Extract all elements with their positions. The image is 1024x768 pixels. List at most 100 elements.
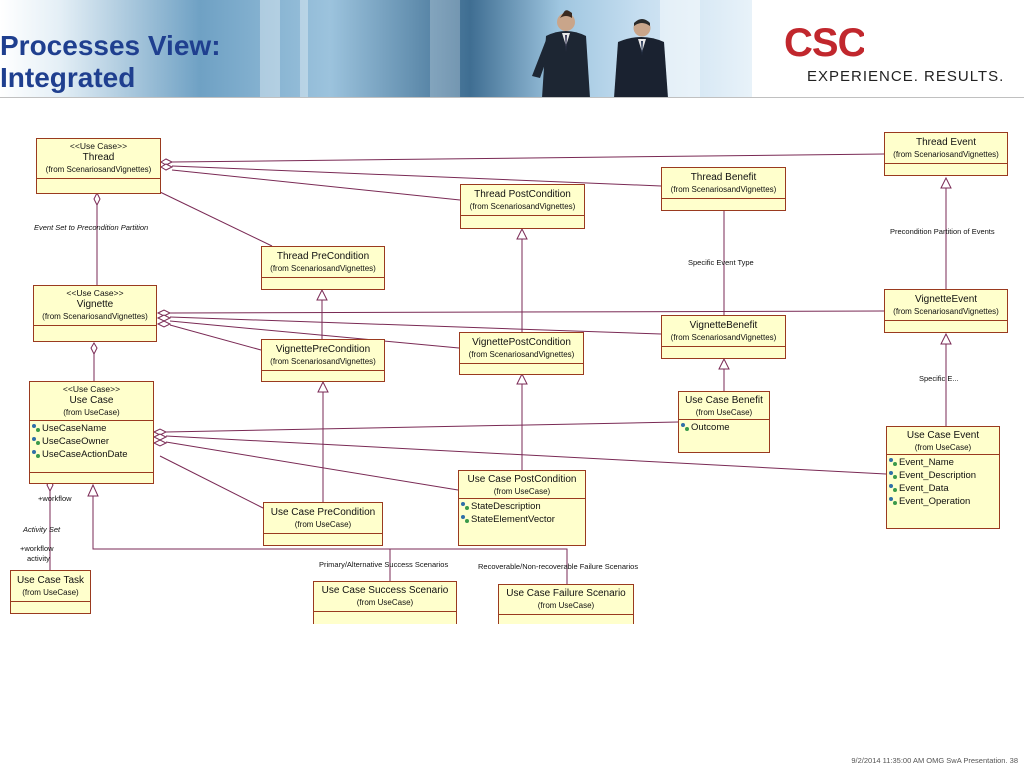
attribute-icon: [461, 502, 470, 511]
thread-postcondition-box[interactable]: Thread PostCondition (from ScenariosandV…: [460, 184, 585, 229]
use-case-name: Use Case: [69, 395, 114, 406]
vignette-precondition-separator: [262, 370, 384, 371]
attribute-row: UseCaseOwner: [30, 435, 153, 448]
attribute-row: Event_Description: [887, 469, 999, 482]
thread-stereotype: <<Use Case>>: [69, 141, 128, 151]
workflow-activity-role-label-2: activity: [27, 554, 50, 563]
use-case-postcondition-source: (from UseCase): [493, 487, 551, 496]
use-case-task-box[interactable]: Use Case Task (from UseCase): [10, 570, 91, 614]
use-case-event-separator: [887, 454, 999, 455]
attribute-icon: [889, 458, 898, 467]
thread-benefit-name: Thread Benefit: [690, 172, 757, 183]
success-scenario-name: Use Case Success Scenario: [321, 585, 449, 596]
attribute-icon: [461, 515, 470, 524]
failure-scenario-name: Use Case Failure Scenario: [506, 588, 626, 599]
use-case-postcondition-separator: [459, 498, 585, 499]
attribute-label: Outcome: [691, 422, 730, 433]
use-case-benefit-box[interactable]: Use Case Benefit (from UseCase) Outcome: [678, 391, 770, 453]
thread-source: (from ScenariosandVignettes): [45, 165, 152, 174]
event-set-label: Event Set to Precondition Partition: [34, 223, 149, 232]
attribute-label: Event_Operation: [899, 496, 971, 507]
attribute-row: StateDescription: [459, 500, 585, 513]
vignette-postcondition-name: VignettePostCondition: [472, 337, 571, 348]
attribute-icon: [32, 424, 41, 433]
workflow-activity-role-label-1: +workflow: [20, 544, 54, 553]
vignette-precondition-box[interactable]: VignettePreCondition (from ScenariosandV…: [261, 339, 385, 382]
use-case-postcondition-box[interactable]: Use Case PostCondition (from UseCase) St…: [458, 470, 586, 546]
activity-set-label: Activity Set: [23, 525, 61, 534]
attribute-label: UseCaseName: [42, 423, 107, 434]
attribute-label: StateDescription: [471, 501, 541, 512]
thread-postcondition-separator: [461, 215, 584, 216]
vignette-benefit-name: VignetteBenefit: [689, 320, 758, 331]
thread-event-source: (from ScenariosandVignettes): [893, 150, 999, 159]
vignette-benefit-box[interactable]: VignetteBenefit (from ScenariosandVignet…: [661, 315, 786, 359]
success-scenario-box[interactable]: Use Case Success Scenario (from UseCase): [313, 581, 457, 624]
attribute-icon: [889, 471, 898, 480]
banner-divider: [0, 97, 1024, 98]
use-case-event-source: (from UseCase): [914, 443, 972, 452]
vignette-class-box[interactable]: <<Use Case>> Vignette (from Scenariosand…: [33, 285, 157, 342]
thread-precondition-name: Thread PreCondition: [276, 251, 370, 262]
use-case-precondition-box[interactable]: Use Case PreCondition (from UseCase): [263, 502, 383, 546]
attribute-row: UseCaseName: [30, 422, 153, 435]
logo-tagline: EXPERIENCE. RESULTS.: [807, 68, 1005, 85]
attribute-label: Event_Name: [899, 457, 954, 468]
vignette-name: Vignette: [76, 299, 114, 310]
thread-benefit-separator: [662, 198, 785, 199]
vignette-postcondition-source: (from ScenariosandVignettes): [468, 350, 575, 359]
thread-benefit-box[interactable]: Thread Benefit (from ScenariosandVignett…: [661, 167, 786, 211]
attribute-label: UseCaseActionDate: [42, 449, 128, 460]
use-case-separator: [30, 420, 153, 421]
vignette-stereotype: <<Use Case>>: [66, 288, 124, 298]
thread-event-box[interactable]: Thread Event (from ScenariosandVignettes…: [884, 132, 1008, 176]
thread-benefit-source: (from ScenariosandVignettes): [670, 185, 777, 194]
vignette-postcondition-separator: [460, 363, 583, 364]
attribute-label: UseCaseOwner: [42, 436, 110, 447]
vignette-event-name: VignetteEvent: [914, 294, 978, 305]
use-case-event-box[interactable]: Use Case Event (from UseCase) Event_Name…: [886, 426, 1000, 529]
thread-precondition-box[interactable]: Thread PreCondition (from ScenariosandVi…: [261, 246, 385, 290]
thread-separator: [37, 178, 160, 179]
vignette-precondition-name: VignettePreCondition: [275, 344, 371, 355]
thread-class-box[interactable]: <<Use Case>> Thread (from ScenariosandVi…: [36, 138, 161, 194]
use-case-precondition-separator: [264, 533, 382, 534]
use-case-stereotype: <<Use Case>>: [62, 384, 121, 394]
vignette-benefit-separator: [662, 346, 785, 347]
slide-title-line-2: Integrated: [0, 62, 136, 93]
vignette-event-separator: [885, 320, 1007, 321]
use-case-benefit-name: Use Case Benefit: [685, 395, 763, 406]
attribute-icon: [889, 484, 898, 493]
slide-title-line-1: Processes View:: [0, 30, 221, 61]
vignette-precondition-source: (from ScenariosandVignettes): [270, 357, 376, 366]
attribute-icon: [32, 450, 41, 459]
use-case-precondition-name: Use Case PreCondition: [270, 507, 376, 518]
success-scenario-source: (from UseCase): [356, 598, 414, 607]
specific-e-label: Specific E...: [919, 374, 959, 383]
use-case-postcondition-name: Use Case PostCondition: [467, 474, 577, 485]
thread-precondition-separator: [262, 277, 384, 278]
vignette-postcondition-box[interactable]: VignettePostCondition (from Scenariosand…: [459, 332, 584, 375]
failure-scenario-source: (from UseCase): [537, 601, 595, 610]
attribute-row: Outcome: [679, 421, 769, 434]
attribute-icon: [681, 423, 690, 432]
attribute-icon: [889, 497, 898, 506]
use-case-separator-bottom: [30, 472, 153, 473]
recoverable-failure-label: Recoverable/Non-recoverable Failure Scen…: [478, 562, 639, 571]
slide-footer: 9/2/2014 11:35:00 AM OMG SwA Presentatio…: [851, 756, 1018, 765]
vignette-event-box[interactable]: VignetteEvent (from ScenariosandVignette…: [884, 289, 1008, 333]
thread-name: Thread: [82, 152, 115, 163]
use-case-event-name: Use Case Event: [906, 430, 980, 441]
use-case-task-name: Use Case Task: [16, 575, 85, 586]
failure-scenario-box[interactable]: Use Case Failure Scenario (from UseCase): [498, 584, 634, 624]
use-case-benefit-source: (from UseCase): [695, 408, 753, 417]
use-case-class-box[interactable]: <<Use Case>> Use Case (from UseCase) Use…: [29, 381, 154, 484]
thread-precondition-source: (from ScenariosandVignettes): [270, 264, 376, 273]
use-case-source: (from UseCase): [63, 408, 120, 417]
precondition-partition-label: Precondition Partition of Events: [890, 227, 995, 236]
success-scenario-separator: [314, 611, 456, 612]
thread-postcondition-source: (from ScenariosandVignettes): [469, 202, 576, 211]
thread-postcondition-name: Thread PostCondition: [474, 189, 571, 200]
thread-event-name: Thread Event: [915, 137, 977, 148]
